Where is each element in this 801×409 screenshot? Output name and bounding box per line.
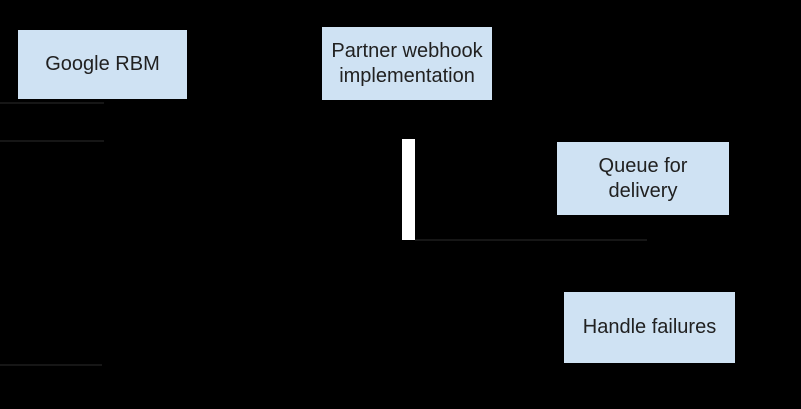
webhook-activation-bar: [402, 139, 415, 240]
node-handle-failures: Handle failures: [564, 292, 735, 363]
node-queue-for-delivery-label: Queue for delivery: [598, 154, 688, 202]
connector-line-to-queue: [415, 239, 647, 241]
node-partner-webhook: Partner webhook implementation: [322, 27, 492, 100]
node-handle-failures-label: Handle failures: [582, 316, 717, 338]
node-google-rbm: Google RBM: [18, 30, 187, 99]
node-partner-webhook-label: Partner webhook implementation: [331, 39, 483, 87]
node-google-rbm-label: Google RBM: [45, 53, 160, 75]
connector-line-incoming-top: [0, 102, 104, 104]
node-queue-for-delivery: Queue for delivery: [557, 142, 729, 215]
connector-line-incoming-middle: [0, 140, 104, 142]
connector-line-incoming-bottom: [0, 364, 102, 366]
